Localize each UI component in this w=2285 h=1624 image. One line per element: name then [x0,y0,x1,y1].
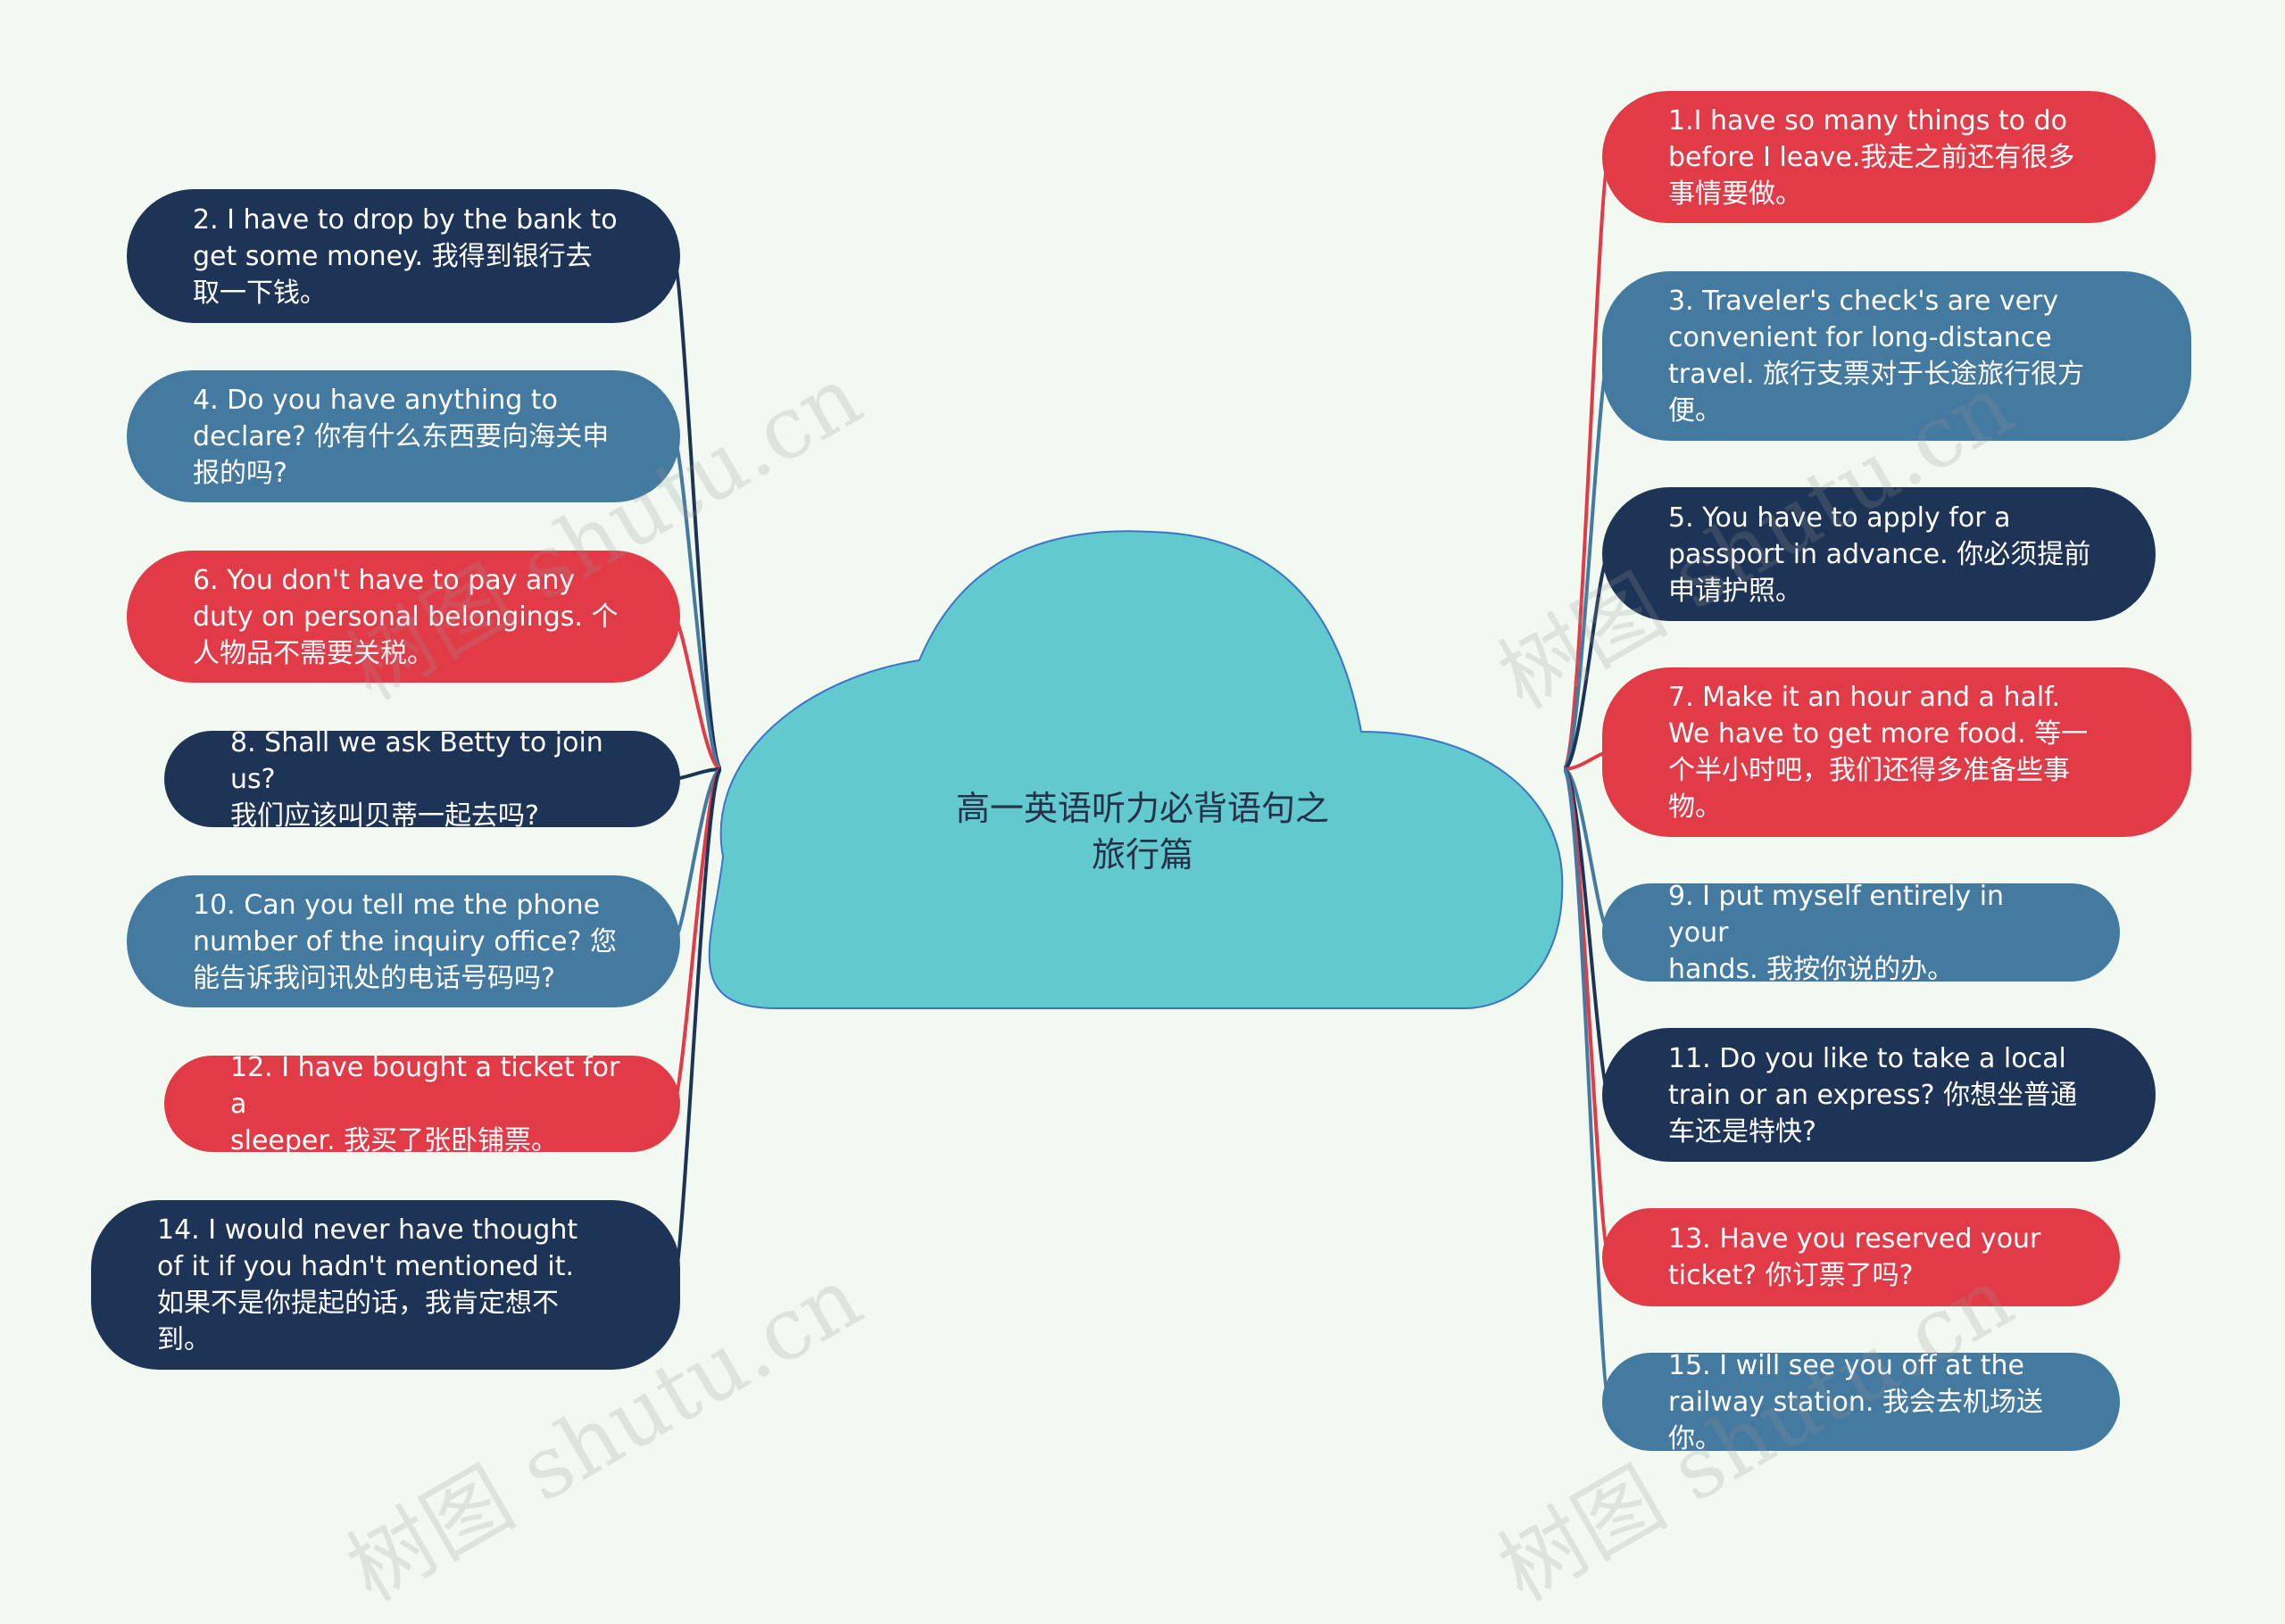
topic-node[interactable]: 11. Do you like to take a local train or… [1602,1028,2156,1162]
topic-node[interactable]: 4. Do you have anything to declare? 你有什么… [127,370,680,502]
center-title: 高一英语听力必背语句之 旅行篇 [955,789,1329,874]
connector-line [1562,767,1611,1404]
topic-node[interactable]: 7. Make it an hour and a half. We have t… [1602,667,2191,837]
topic-node[interactable]: 8. Shall we ask Betty to join us? 我们应该叫贝… [164,727,680,832]
topic-node[interactable]: 14. I would never have thought of it if … [91,1200,680,1370]
topic-node[interactable]: 15. I will see you off at the railway st… [1602,1350,2120,1454]
topic-node[interactable]: 9. I put myself entirely in your hands. … [1602,881,2120,985]
topic-node[interactable]: 2. I have to drop by the bank to get som… [127,189,680,323]
topic-node[interactable]: 13. Have you reserved your ticket? 你订票了吗… [1602,1208,2120,1306]
connector-line [671,435,723,771]
topic-node[interactable]: 1.I have so many things to do before I l… [1602,91,2156,223]
topic-node[interactable]: 12. I have bought a ticket for a sleeper… [164,1052,680,1156]
topic-node[interactable]: 3. Traveler's check's are very convenien… [1602,271,2191,441]
topic-node[interactable]: 6. You don't have to pay any duty on per… [127,551,680,683]
mindmap-canvas [671,155,1611,1404]
center-cloud [708,530,1564,1009]
connector-line [671,254,723,771]
topic-node[interactable]: 5. You have to apply for a passport in a… [1602,487,2156,621]
topic-node[interactable]: 10. Can you tell me the phone number of … [127,875,680,1007]
